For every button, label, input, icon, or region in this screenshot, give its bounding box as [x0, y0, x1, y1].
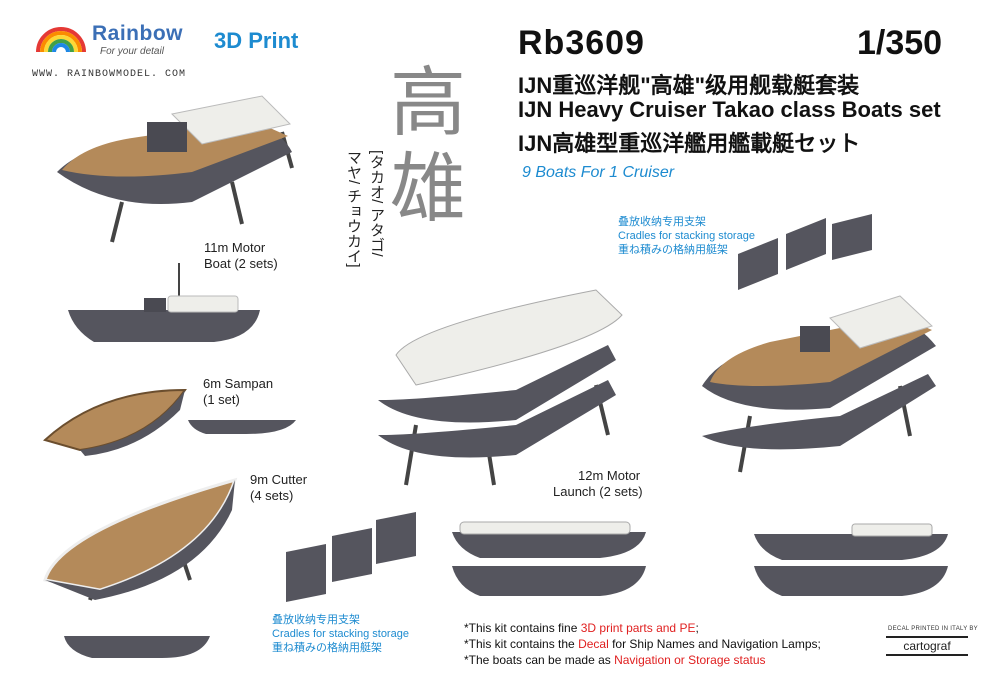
label-motor-boat-1: 11m Motor	[204, 240, 266, 255]
website-url: WWW. RAINBOWMODEL. COM	[32, 69, 187, 80]
product-scale: 1/350	[857, 24, 943, 62]
motor-boat-stacked-illustration	[702, 295, 936, 473]
label-cutter-2: (4 sets)	[250, 488, 294, 503]
cradle-label-upper-jp: 重ね積みの格納用艇架	[618, 244, 728, 256]
label-launch-1: 12m Motor	[578, 468, 641, 483]
cradles-upper-illustration	[738, 214, 872, 290]
sampan-side-illustration	[188, 420, 296, 434]
label-sampan-1: 6m Sampan	[203, 376, 274, 391]
title-chinese: IJN重巡洋舰"高雄"级用舰载艇套装	[518, 73, 860, 98]
motor-boat-3d-illustration	[57, 95, 294, 243]
cradle-label-lower-cn: 叠放收纳专用支架	[272, 614, 360, 626]
rainbow-logo-icon	[36, 27, 86, 53]
cutter-side-illustration	[64, 636, 210, 658]
note-2: *This kit contains the Decal for Ship Na…	[464, 637, 821, 651]
label-cutter-1: 9m Cutter	[250, 472, 308, 487]
motor-boat-side-illustration	[68, 263, 260, 342]
cutter-3d-illustration	[43, 477, 238, 601]
print3d-badge: 3D Print	[214, 28, 299, 53]
title-english: IJN Heavy Cruiser Takao class Boats set	[518, 97, 941, 122]
cradles-lower-illustration	[286, 512, 416, 602]
cradle-label-upper-cn: 叠放收纳专用支架	[618, 216, 706, 228]
ship-name-kana-col2: マヤ/ チョウカイ]	[345, 150, 362, 268]
label-motor-boat-2: Boat (2 sets)	[204, 256, 278, 271]
cartograf-logo: cartograf	[886, 636, 968, 656]
motor-launch-side-stacked-illustration	[452, 521, 646, 596]
product-code: Rb3609	[518, 24, 645, 62]
note-3: *The boats can be made as Navigation or …	[464, 653, 766, 667]
title-japanese: IJN高雄型重巡洋艦用艦載艇セット	[518, 131, 861, 156]
decal-printed-line: DECAL PRINTED IN ITALY BY	[888, 626, 978, 632]
cradle-label-upper-en: Cradles for stacking storage	[618, 230, 755, 242]
sampan-3d-illustration	[42, 388, 187, 456]
brand-tagline: For your detail	[100, 46, 164, 57]
label-launch-2: Launch (2 sets)	[553, 484, 643, 499]
subtitle: 9 Boats For 1 Cruiser	[522, 164, 675, 181]
cradle-label-lower-jp: 重ね積みの格納用艇架	[272, 642, 382, 654]
note-1: *This kit contains fine 3D print parts a…	[464, 621, 699, 635]
cradle-label-lower-en: Cradles for stacking storage	[272, 628, 409, 640]
kit-notes: *This kit contains fine 3D print parts a…	[464, 620, 821, 668]
label-sampan-2: (1 set)	[203, 392, 240, 407]
brand-name: Rainbow	[92, 22, 183, 45]
ship-name-kana-col1: [タカオ/ アタゴ/	[368, 150, 385, 257]
motor-launch-stacked-illustration	[378, 289, 623, 486]
ship-name-kanji: 高雄	[390, 58, 466, 233]
motor-boat-side-stacked-illustration	[754, 523, 948, 596]
